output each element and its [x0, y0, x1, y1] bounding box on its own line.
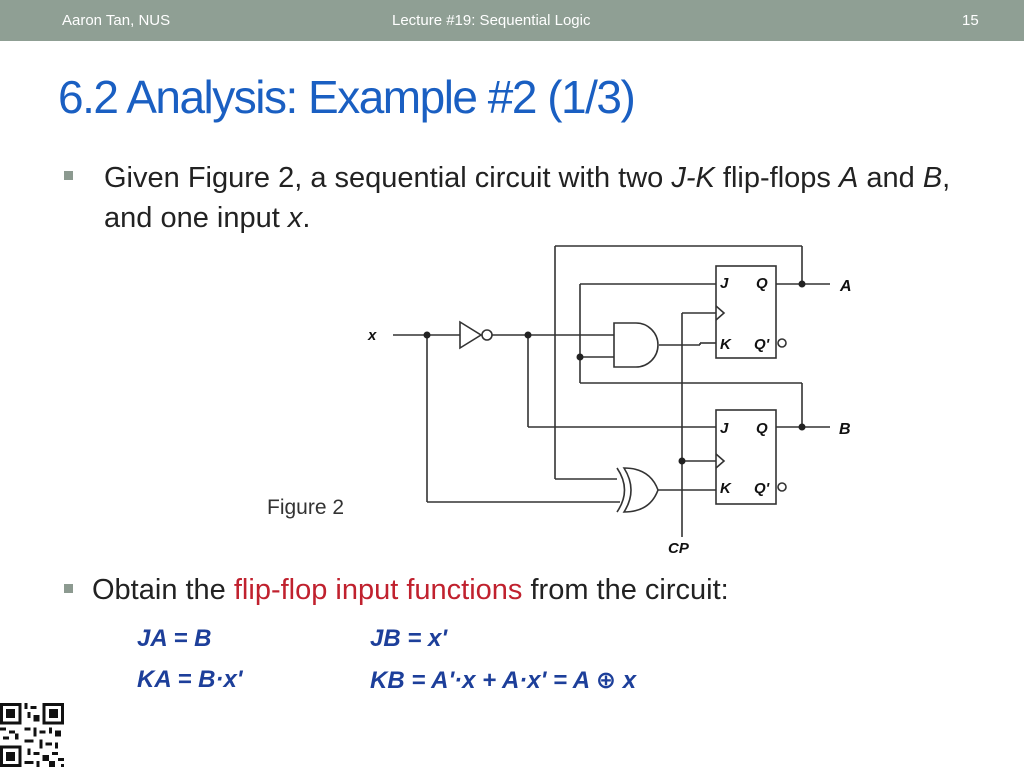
square-bullet-icon [64, 171, 73, 180]
bullet-given-figure: Given Figure 2, a sequential circuit wit… [104, 162, 951, 234]
ffb-pin-k: K [720, 480, 732, 497]
ffb-qn-bubble [777, 482, 787, 492]
label-output-a: A [839, 278, 852, 295]
ffa-qn-bubble [777, 338, 787, 348]
header-lecture-title: Lecture #19: Sequential Logic [392, 12, 591, 29]
equation-jb: JB = x' [370, 625, 448, 652]
ffa-pin-qn: Q' [754, 336, 770, 353]
flip-flop-a [715, 265, 777, 359]
label-input-x: x [367, 327, 377, 344]
ffb-pin-qn: Q' [754, 480, 770, 497]
xor-gate [622, 467, 659, 513]
and-gate [613, 322, 659, 368]
ffa-pin-j: J [720, 275, 729, 292]
flip-flop-b [715, 409, 777, 505]
ffa-pin-q: Q [756, 275, 768, 292]
header-author: Aaron Tan, NUS [62, 12, 171, 29]
label-output-b: B [839, 421, 851, 438]
highlight-flip-flop-input-functions: flip-flop input functions [233, 574, 523, 606]
ffb-pin-j: J [720, 420, 729, 437]
square-bullet-icon [64, 584, 73, 593]
qr-code-icon [0, 703, 64, 767]
ffa-pin-k: K [720, 336, 732, 353]
slide-header: Aaron Tan, NUS Lecture #19: Sequential L… [0, 0, 1024, 41]
not-gate-bubble [481, 329, 493, 341]
bullet-obtain-functions: Obtain the flip-flop input functions fro… [92, 574, 729, 606]
xor-input-curve [616, 467, 626, 513]
slide-title: 6.2 Analysis: Example #2 (1/3) [58, 71, 636, 123]
ffb-pin-q: Q [756, 420, 768, 437]
label-clock: CP [668, 540, 690, 557]
equation-kb: KB = A'·x + A·x' = A ⊕ x [370, 667, 637, 694]
equation-ja: JA = B [137, 625, 212, 652]
not-gate [459, 320, 483, 350]
header-page-number: 15 [962, 12, 979, 29]
equation-ka: KA = B·x' [137, 666, 243, 693]
figure-caption: Figure 2 [267, 496, 345, 519]
